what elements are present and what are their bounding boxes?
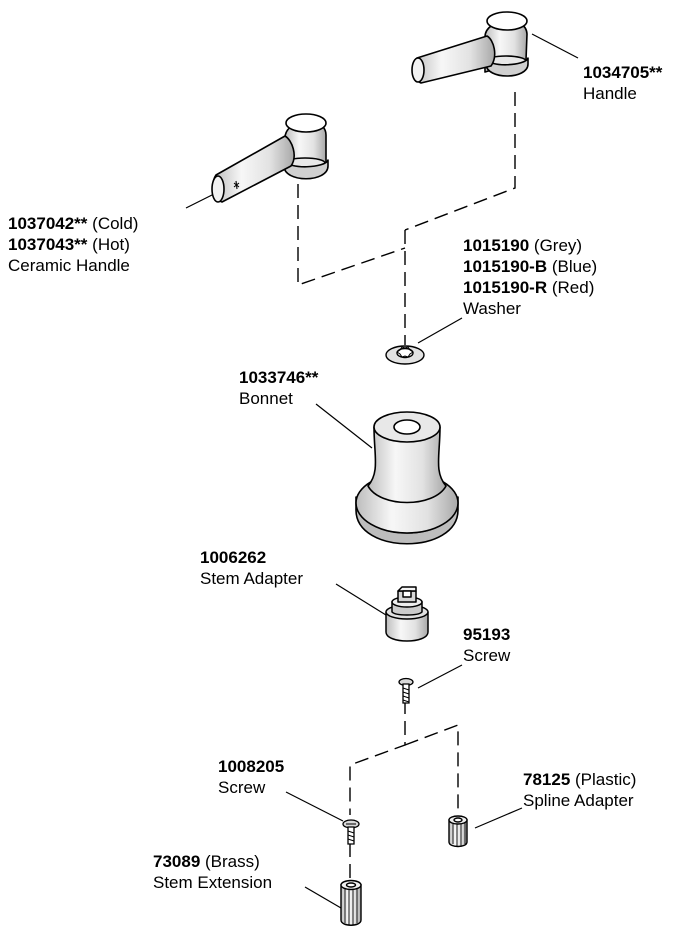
part-number-grey: 1015190 — [463, 236, 530, 255]
part-variant: (Brass) — [205, 852, 260, 871]
label-screw-upper: 95193 Screw — [463, 624, 510, 666]
leader-stem-adapter — [335, 583, 387, 616]
part-number-blue: 1015190-B — [463, 257, 548, 276]
part-description: Washer — [463, 299, 521, 318]
part-description: Stem Adapter — [200, 569, 304, 588]
label-stem-extension: 73089 (Brass) Stem Extension — [153, 851, 272, 893]
spline-adapter — [448, 815, 468, 848]
variant-red: (Red) — [551, 278, 595, 297]
screw-lower — [342, 819, 360, 845]
part-number: 1034705** — [583, 63, 663, 82]
lower-screw-dashed-path — [349, 700, 406, 815]
label-spline-adapter: 78125 (Plastic) Spline Adapter — [523, 769, 636, 811]
lever-handle-right — [411, 11, 529, 84]
part-description: Stem Extension — [153, 873, 273, 892]
label-stem-adapter: 1006262 Stem Adapter — [200, 547, 303, 589]
variant-hot: (Hot) — [92, 235, 130, 254]
part-number: 1006262 — [200, 548, 267, 567]
label-handle-right: 1034705** Handle — [583, 62, 662, 104]
part-number-hot: 1037043** — [8, 235, 88, 254]
assembly-dashed-lines — [297, 92, 516, 878]
leader-lines — [185, 33, 579, 909]
part-number: 73089 — [153, 852, 201, 871]
leader-spline-adapter — [474, 807, 523, 829]
part-number-cold: 1037042** — [8, 214, 88, 233]
spline-dashed-path — [404, 723, 459, 815]
variant-blue: (Blue) — [551, 257, 598, 276]
stem-adapter — [385, 586, 429, 642]
part-number: 78125 — [523, 770, 571, 789]
label-bonnet: 1033746** Bonnet — [239, 367, 318, 409]
part-number-red: 1015190-R — [463, 278, 548, 297]
leader-screw-lower — [285, 791, 344, 822]
screw-upper — [398, 677, 414, 704]
handle-right-dashed-path — [404, 92, 516, 231]
bonnet — [355, 411, 459, 545]
ceramic-handle-left — [211, 113, 329, 203]
part-description: Handle — [583, 84, 637, 103]
label-ceramic-handle: 1037042** (Cold) 1037043** (Hot) Ceramic… — [8, 213, 138, 276]
label-washer: 1015190 (Grey) 1015190-B (Blue) 1015190-… — [463, 235, 597, 319]
leader-bonnet — [315, 403, 373, 449]
leader-handle-right — [531, 33, 579, 59]
variant-cold: (Cold) — [92, 214, 139, 233]
part-number: 1033746** — [239, 368, 319, 387]
handle-left-dashed-path — [297, 184, 406, 286]
variant-grey: (Grey) — [533, 236, 583, 255]
leader-washer — [417, 317, 463, 344]
leader-stem-extension — [304, 886, 342, 909]
part-description: Spline Adapter — [523, 791, 634, 810]
part-description: Screw — [463, 646, 511, 665]
label-screw-lower: 1008205 Screw — [218, 756, 284, 798]
part-number: 1008205 — [218, 757, 285, 776]
part-description: Bonnet — [239, 389, 293, 408]
ceramic-index-mark-icon — [233, 180, 240, 190]
leader-screw-upper — [417, 664, 463, 689]
part-description: Screw — [218, 778, 266, 797]
washer — [385, 345, 425, 365]
part-number: 95193 — [463, 625, 511, 644]
part-variant: (Plastic) — [575, 770, 637, 789]
part-description: Ceramic Handle — [8, 256, 130, 275]
stem-extension — [340, 879, 362, 926]
